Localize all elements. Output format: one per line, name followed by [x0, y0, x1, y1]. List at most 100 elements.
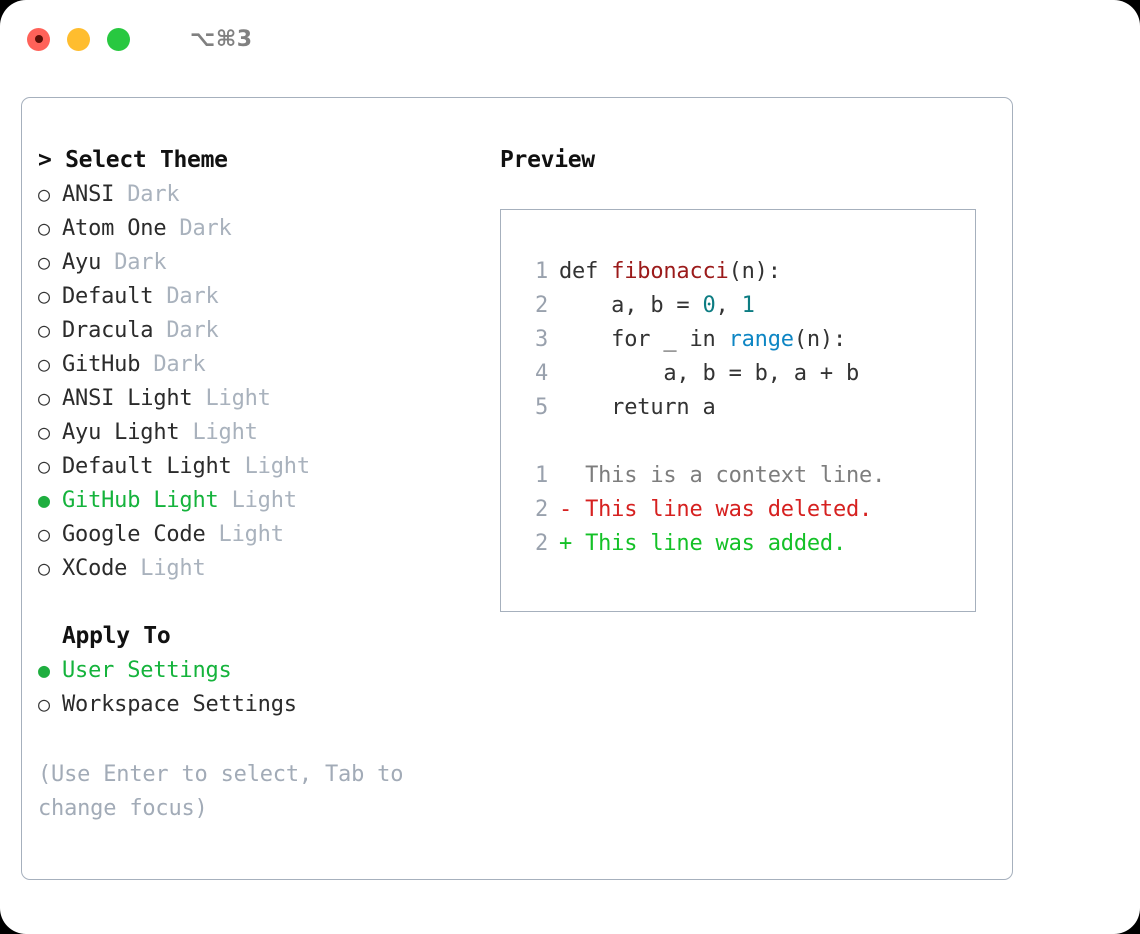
theme-option-tag: Light [140, 556, 206, 581]
code-line-number: 4 [534, 361, 548, 386]
diff-marker-del: - [559, 497, 586, 522]
code-line-number: 1 [534, 259, 548, 284]
apply-to-option[interactable]: ● User Settings [38, 653, 488, 687]
radio-unselected-icon: ○ [38, 182, 50, 206]
diff-line-number: 1 [534, 463, 548, 488]
theme-option[interactable]: ○Dracula Dark [38, 313, 488, 347]
code-token-plain: a, b = [559, 293, 703, 318]
label-gap [114, 178, 127, 212]
apply-to-heading: Apply To [62, 623, 171, 649]
code-token-plain: for _ in [559, 327, 729, 352]
keyboard-shortcut-label: ⌥⌘3 [190, 26, 253, 52]
diff-preview-block: 1 This is a context line.2- This line wa… [518, 459, 975, 561]
diff-line-ctx: 1 This is a context line. [518, 459, 975, 493]
theme-option-label: Default [62, 284, 154, 309]
diff-marker-add: + [559, 531, 586, 556]
apply-to-list: ● User Settings ○ Workspace Settings [38, 653, 488, 721]
zoom-button[interactable] [107, 27, 130, 51]
code-line: 4 a, b = b, a + b [518, 357, 975, 391]
code-token-plain: def [559, 259, 612, 284]
theme-option-tag: Light [218, 522, 284, 547]
theme-option-tag: Light [244, 454, 310, 479]
recording-dot-icon [34, 35, 43, 43]
code-token-plain: return a [559, 395, 716, 420]
theme-option-tag: Dark [166, 284, 219, 309]
label-gap [127, 552, 140, 586]
theme-list: ○ANSI Dark○Atom One Dark○Ayu Dark○Defaul… [38, 177, 488, 585]
label-gap [153, 314, 166, 348]
theme-option[interactable]: ○ ANSI Dark [38, 177, 488, 211]
apply-to-option-label: Workspace Settings [62, 692, 297, 717]
traffic-light-group [27, 27, 130, 51]
diff-line-del: 2- This line was deleted. [518, 493, 975, 527]
radio-unselected-icon: ○ [38, 216, 50, 240]
theme-option-label: XCode [62, 556, 128, 581]
code-line: 2 a, b = 0, 1 [518, 289, 975, 323]
diff-line-text: This is a context line. [585, 463, 886, 488]
apply-to-option[interactable]: ○ Workspace Settings [38, 687, 488, 721]
theme-option[interactable]: ○ Google Code Light [38, 517, 488, 551]
label-gap [166, 212, 179, 246]
code-line: 1 def fibonacci(n): [518, 255, 975, 289]
select-theme-heading: > Select Theme [38, 143, 488, 177]
label-gap [179, 416, 192, 450]
code-token-plain: (n): [793, 327, 847, 352]
label-gap [232, 450, 245, 484]
diff-line-number: 2 [534, 531, 548, 556]
radio-unselected-icon: ○ [38, 352, 50, 376]
main-panel: > Select Theme ○ANSI Dark○Atom One Dark○… [21, 97, 1013, 880]
radio-unselected-icon: ○ [38, 522, 50, 546]
label-gap [101, 246, 114, 280]
theme-option-label: Atom One [62, 216, 167, 241]
theme-option[interactable]: ○Ayu Light Light [38, 415, 488, 449]
label-gap [140, 348, 153, 382]
theme-option-tag: Dark [179, 216, 232, 241]
close-button[interactable] [27, 27, 50, 51]
theme-option-tag: Dark [114, 250, 167, 275]
radio-selected-icon: ● [38, 658, 50, 682]
theme-option-tag: Light [205, 386, 271, 411]
theme-option[interactable]: ○ ANSI Light Light [38, 381, 488, 415]
theme-option[interactable]: ○ Default Light Light [38, 449, 488, 483]
theme-option[interactable]: ○Default Dark [38, 279, 488, 313]
code-line-number: 3 [534, 327, 548, 352]
diff-line-number: 2 [534, 497, 548, 522]
theme-option-tag: Light [192, 420, 258, 445]
diff-line-text: This line was deleted. [585, 497, 873, 522]
theme-option-label: GitHub Light [62, 488, 219, 513]
diff-line-text: This line was added. [585, 531, 846, 556]
code-token-num: 1 [741, 293, 755, 318]
theme-option-label: GitHub [62, 352, 141, 377]
radio-unselected-icon: ○ [38, 556, 50, 580]
radio-unselected-icon: ○ [38, 386, 50, 410]
code-token-builtin: range [728, 327, 794, 352]
label-gap [153, 280, 166, 314]
preview-spacer [518, 425, 975, 459]
theme-option[interactable]: ○Ayu Dark [38, 245, 488, 279]
code-line: 3 for _ in range(n): [518, 323, 975, 357]
label-gap [192, 382, 205, 416]
code-token-num: 0 [702, 293, 716, 318]
theme-option-tag: Dark [127, 182, 180, 207]
theme-option-label: ANSI Light [62, 386, 193, 411]
theme-option-tag: Dark [153, 352, 206, 377]
theme-option[interactable]: ●GitHub Light Light [38, 483, 488, 517]
theme-option-label: Dracula [62, 318, 154, 343]
minimize-button[interactable] [67, 27, 90, 51]
theme-option-label: ANSI [62, 182, 115, 207]
apply-to-option-label: User Settings [62, 658, 232, 683]
code-token-plain: (n): [728, 259, 781, 284]
label-gap [219, 484, 232, 518]
theme-option[interactable]: ○ GitHub Dark [38, 347, 488, 381]
theme-option[interactable]: ○ XCode Light [38, 551, 488, 585]
theme-option[interactable]: ○ Atom One Dark [38, 211, 488, 245]
code-line-number: 2 [534, 293, 548, 318]
code-token-fn: fibonacci [611, 259, 729, 284]
radio-unselected-icon: ○ [38, 692, 50, 716]
radio-unselected-icon: ○ [38, 250, 50, 274]
theme-option-label: Default Light [62, 454, 232, 479]
radio-unselected-icon: ○ [38, 454, 50, 478]
theme-option-label: Google Code [62, 522, 206, 547]
